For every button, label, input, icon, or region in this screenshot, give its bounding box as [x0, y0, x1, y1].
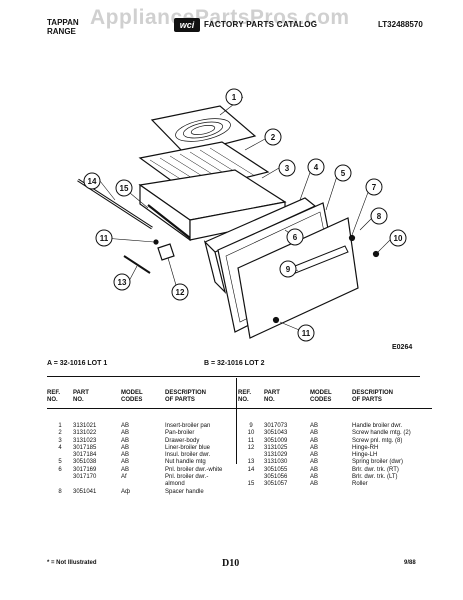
- header-ref-1: REF.: [238, 390, 252, 396]
- footnote: * = Not Illustrated: [47, 560, 97, 566]
- revision-date: 9/88: [404, 560, 416, 566]
- svg-text:13: 13: [118, 278, 127, 287]
- callout-5: 5: [334, 164, 352, 182]
- svg-text:8: 8: [377, 212, 382, 221]
- svg-text:11: 11: [302, 329, 311, 338]
- callout-2: 2: [264, 128, 282, 146]
- header-desc-2: OF PARTS: [165, 397, 195, 403]
- brand-line-2: RANGE: [47, 27, 76, 36]
- page-number: D10: [222, 558, 240, 569]
- svg-text:4: 4: [314, 163, 319, 172]
- lot-a-label: A = 32-1016 LOT 1: [47, 360, 108, 367]
- svg-text:10: 10: [394, 234, 403, 243]
- drawer-panel: [237, 217, 359, 339]
- svg-text:9: 9: [286, 265, 291, 274]
- svg-text:12: 12: [176, 288, 185, 297]
- header-ref-2: NO.: [47, 397, 58, 403]
- header-desc-1: DESCRIPTION: [352, 390, 394, 396]
- header-model-2: CODES: [121, 397, 143, 403]
- callout-bubbles: 1 2 3 4 5 6 7 8 9 10 11 11 12 13 14 15: [83, 88, 407, 342]
- header-model-1: MODEL: [121, 390, 143, 396]
- svg-text:1: 1: [232, 93, 237, 102]
- callout-12: 12: [171, 283, 189, 301]
- header-desc-2: OF PARTS: [352, 397, 382, 403]
- callout-3: 3: [278, 159, 296, 177]
- header-ref-2: NO.: [238, 397, 249, 403]
- header-ref-1: REF.: [47, 390, 61, 396]
- broiler-pan-insert: [150, 105, 257, 155]
- callout-11b: 11: [297, 324, 315, 342]
- header-part-2: NO.: [73, 397, 84, 403]
- table-top-rule: [47, 376, 420, 377]
- svg-text:14: 14: [88, 177, 97, 186]
- diagram-code: E0264: [392, 344, 413, 351]
- brand-line-1: TAPPAN: [47, 18, 79, 27]
- callout-14: 14: [83, 172, 101, 190]
- callout-8: 8: [370, 207, 388, 225]
- watermark: AppliancePartsPros.com: [90, 6, 350, 29]
- svg-text:7: 7: [372, 183, 377, 192]
- exploded-parts-diagram: 1 2 3 4 5 6 7 8 9 10 11 11 12 13 14 15: [77, 88, 407, 342]
- callout-11a: 11: [95, 229, 113, 247]
- svg-text:3: 3: [285, 164, 290, 173]
- svg-text:11: 11: [100, 234, 109, 243]
- header-model-2: CODES: [310, 397, 332, 403]
- svg-text:2: 2: [271, 133, 276, 142]
- table-row: almond: [165, 481, 185, 488]
- header-part-2: NO.: [264, 397, 275, 403]
- callout-10: 10: [389, 229, 407, 247]
- callout-15: 15: [115, 179, 133, 197]
- brand: TAPPAN RANGE: [47, 18, 79, 36]
- header-part-1: PART: [73, 390, 89, 396]
- svg-text:6: 6: [293, 233, 298, 242]
- catalog-number: LT32488570: [378, 20, 423, 29]
- header-part-1: PART: [264, 390, 280, 396]
- callout-1: 1: [225, 88, 243, 106]
- header-desc-1: DESCRIPTION: [165, 390, 207, 396]
- lot-b-label: B = 32-1016 LOT 2: [204, 360, 265, 367]
- wci-logo: wci: [174, 18, 200, 32]
- callout-4: 4: [307, 158, 325, 176]
- callout-9: 9: [279, 260, 297, 278]
- table-divider: [236, 378, 237, 464]
- svg-text:15: 15: [120, 184, 129, 193]
- callout-13: 13: [113, 273, 131, 291]
- svg-text:5: 5: [341, 169, 346, 178]
- catalog-title: FACTORY PARTS CATALOG: [204, 20, 318, 29]
- callout-7: 7: [365, 178, 383, 196]
- header-model-1: MODEL: [310, 390, 332, 396]
- callout-6: 6: [286, 228, 304, 246]
